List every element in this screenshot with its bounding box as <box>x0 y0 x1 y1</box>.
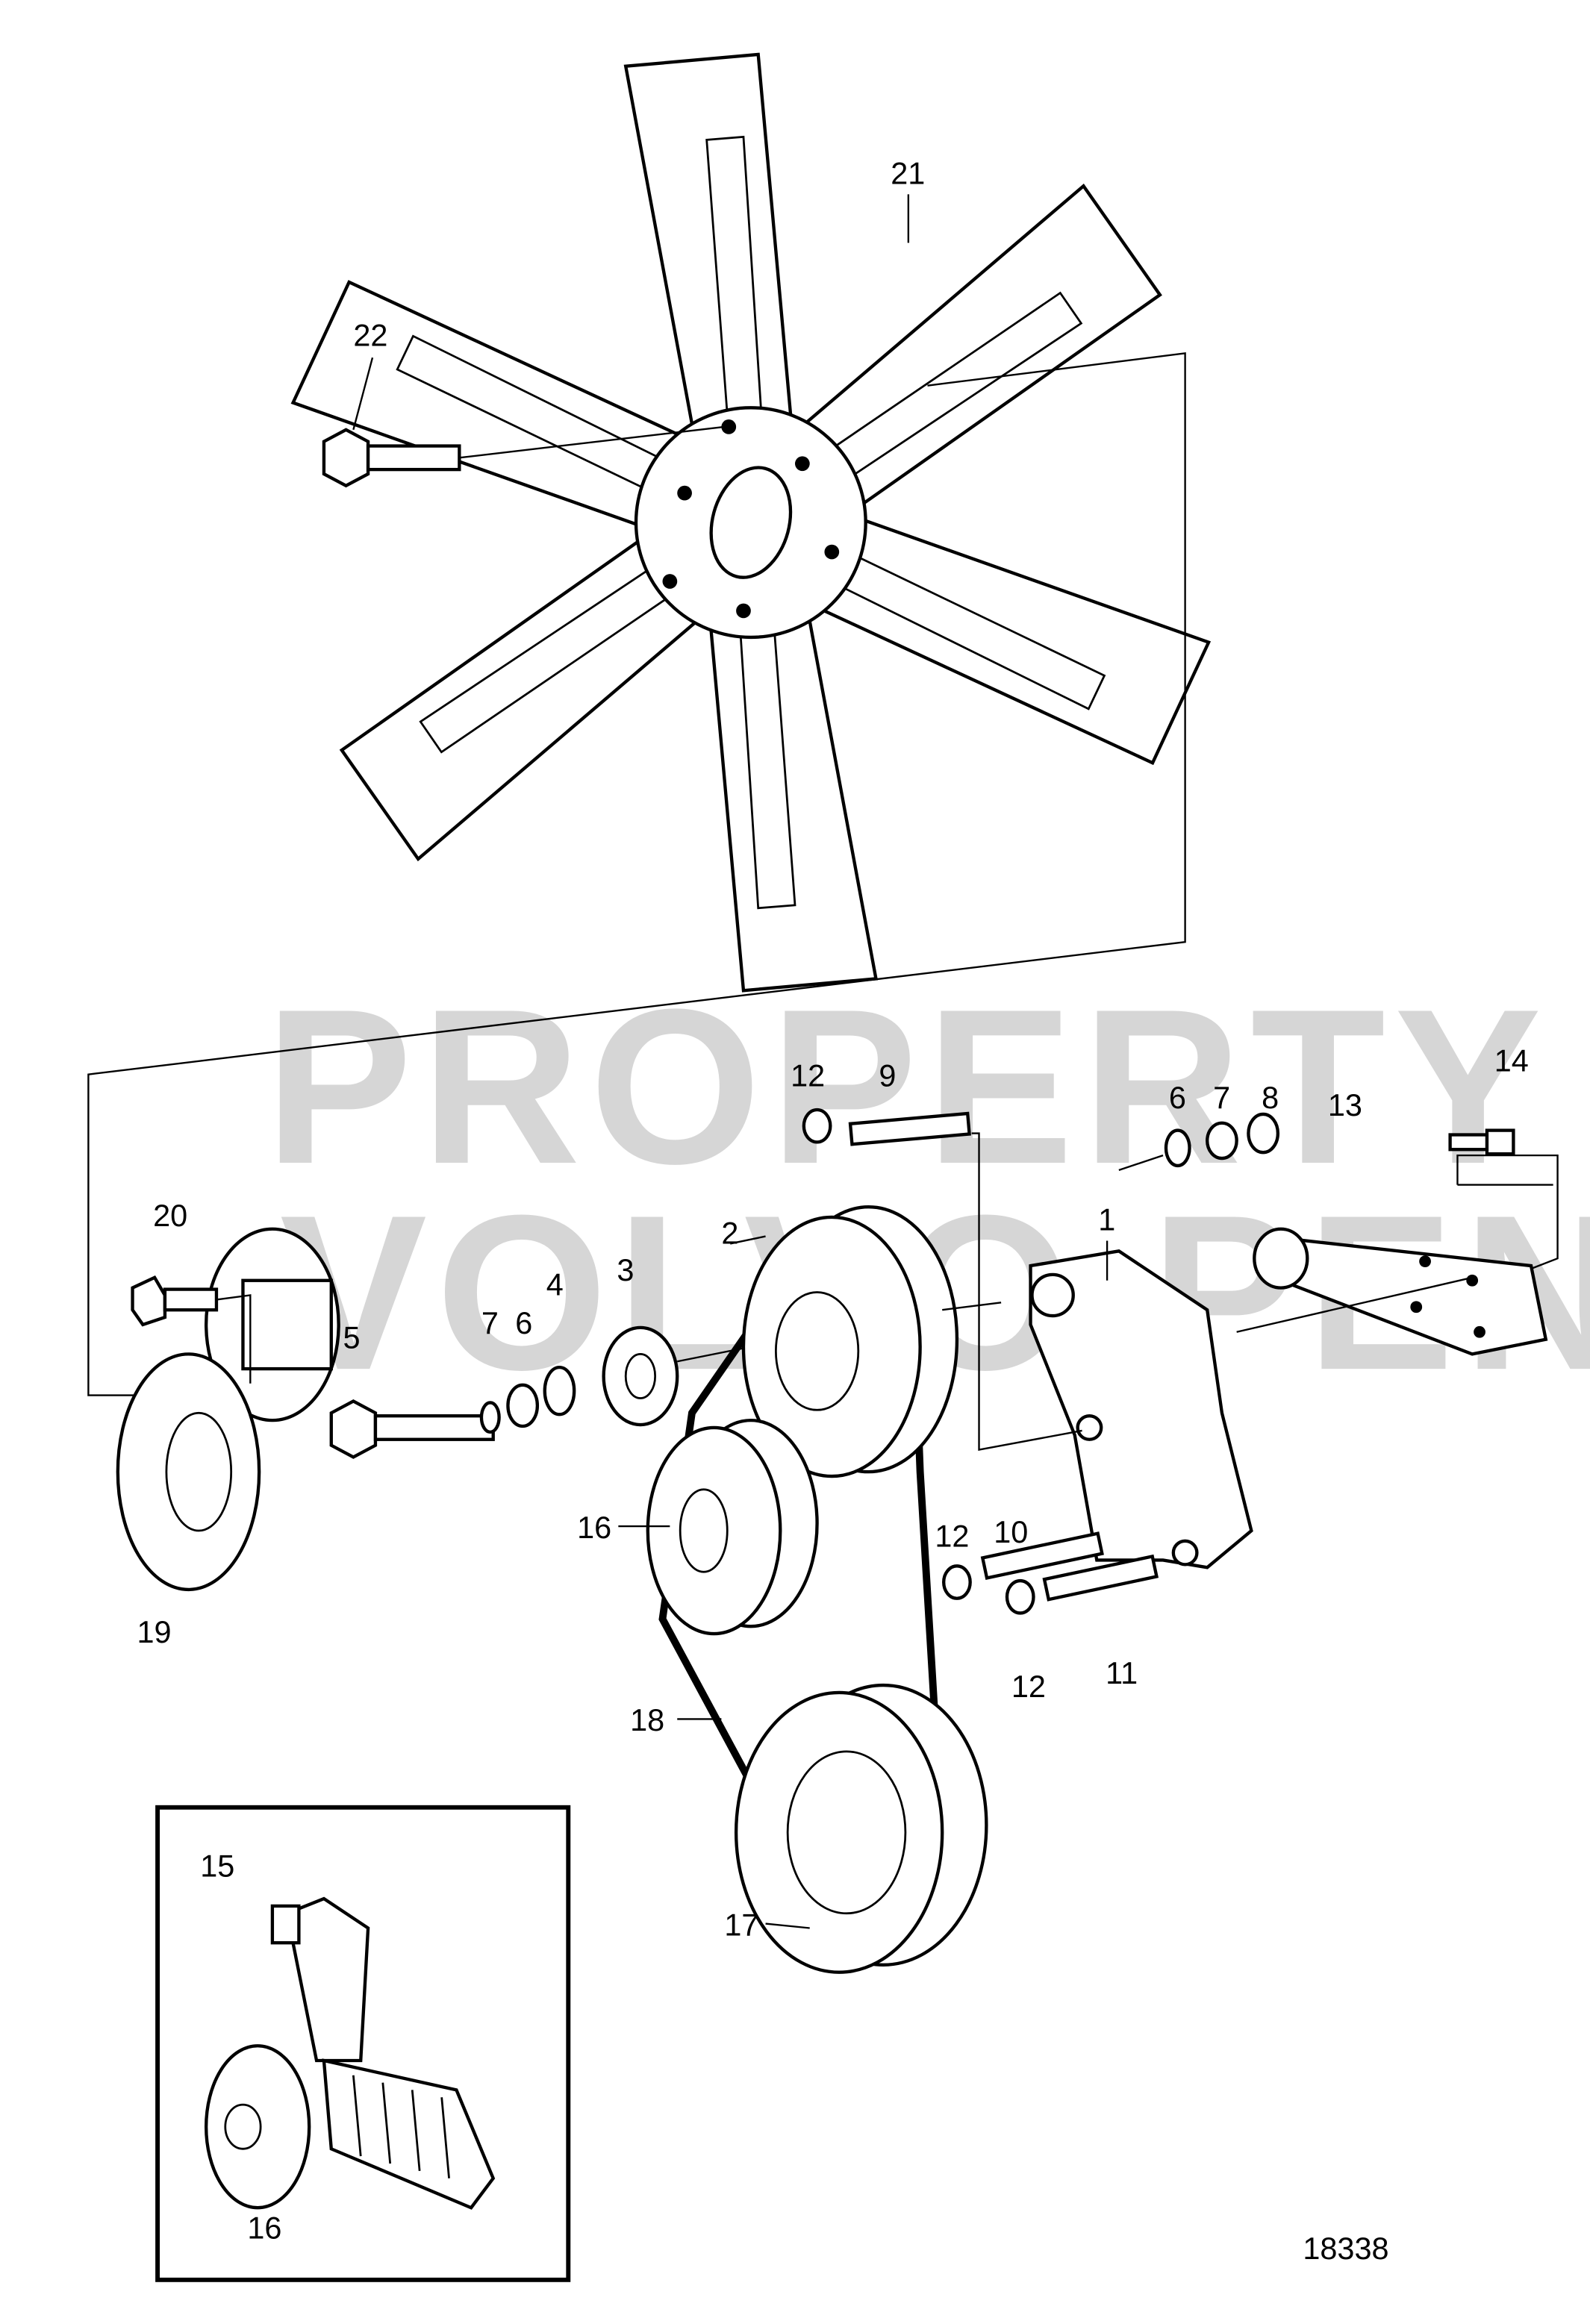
callout-6-right: 6 <box>1169 1081 1186 1115</box>
bracket-13-part <box>1236 1227 1548 1356</box>
callout-8: 8 <box>1262 1081 1279 1115</box>
callout-2: 2 <box>721 1216 738 1250</box>
callout-21: 21 <box>891 157 925 191</box>
nut-washer-group <box>1118 1112 1280 1171</box>
callout-16: 16 <box>577 1511 611 1545</box>
callout-17: 17 <box>724 1908 758 1942</box>
callout-10: 10 <box>994 1515 1028 1549</box>
callout-20: 20 <box>153 1199 187 1233</box>
crank-pulley-part <box>734 1683 988 1974</box>
callout-18: 18 <box>630 1703 664 1737</box>
callout-12-top: 12 <box>791 1058 825 1093</box>
pulley-16-part <box>646 1418 819 1636</box>
studs-group <box>802 1108 1159 1615</box>
screw-14-part <box>1448 1128 1559 1270</box>
fan-part <box>283 52 1219 990</box>
callout-14: 14 <box>1494 1044 1529 1078</box>
fan-bolt-part <box>322 425 725 488</box>
figure-number: 18338 <box>1303 2231 1388 2266</box>
hub-part <box>116 1227 340 1592</box>
callout-7-left: 7 <box>481 1306 499 1340</box>
callout-11: 11 <box>1106 1656 1138 1690</box>
callout-16-inset: 16 <box>247 2211 281 2246</box>
screw-20-part <box>131 1275 252 1384</box>
callout-4: 4 <box>546 1267 564 1302</box>
callout-15: 15 <box>200 1849 234 1883</box>
callout-5: 5 <box>343 1320 361 1355</box>
callout-3: 3 <box>617 1253 634 1287</box>
callout-12-mid: 12 <box>935 1519 969 1554</box>
callout-6-left: 6 <box>515 1306 532 1340</box>
bracket-1-part <box>942 1249 1253 1569</box>
callout-12-low: 12 <box>1011 1669 1046 1704</box>
callout-1: 1 <box>1098 1203 1115 1237</box>
callout-19: 19 <box>137 1615 171 1649</box>
callout-7-right: 7 <box>1213 1081 1230 1115</box>
callout-13: 13 <box>1328 1088 1362 1122</box>
inset-tensioner <box>155 1805 571 2282</box>
callouts: 21 22 12 9 6 7 8 14 13 2 1 20 7 6 4 3 5 … <box>137 157 1528 2267</box>
watermark-line1: PROPERTY OF <box>265 963 1590 1210</box>
leader-lines <box>352 194 1109 1929</box>
pulley-2-part <box>741 1205 959 1478</box>
bolt-5-part <box>329 1325 825 1459</box>
callout-9: 9 <box>879 1058 896 1093</box>
callout-22: 22 <box>353 318 387 352</box>
